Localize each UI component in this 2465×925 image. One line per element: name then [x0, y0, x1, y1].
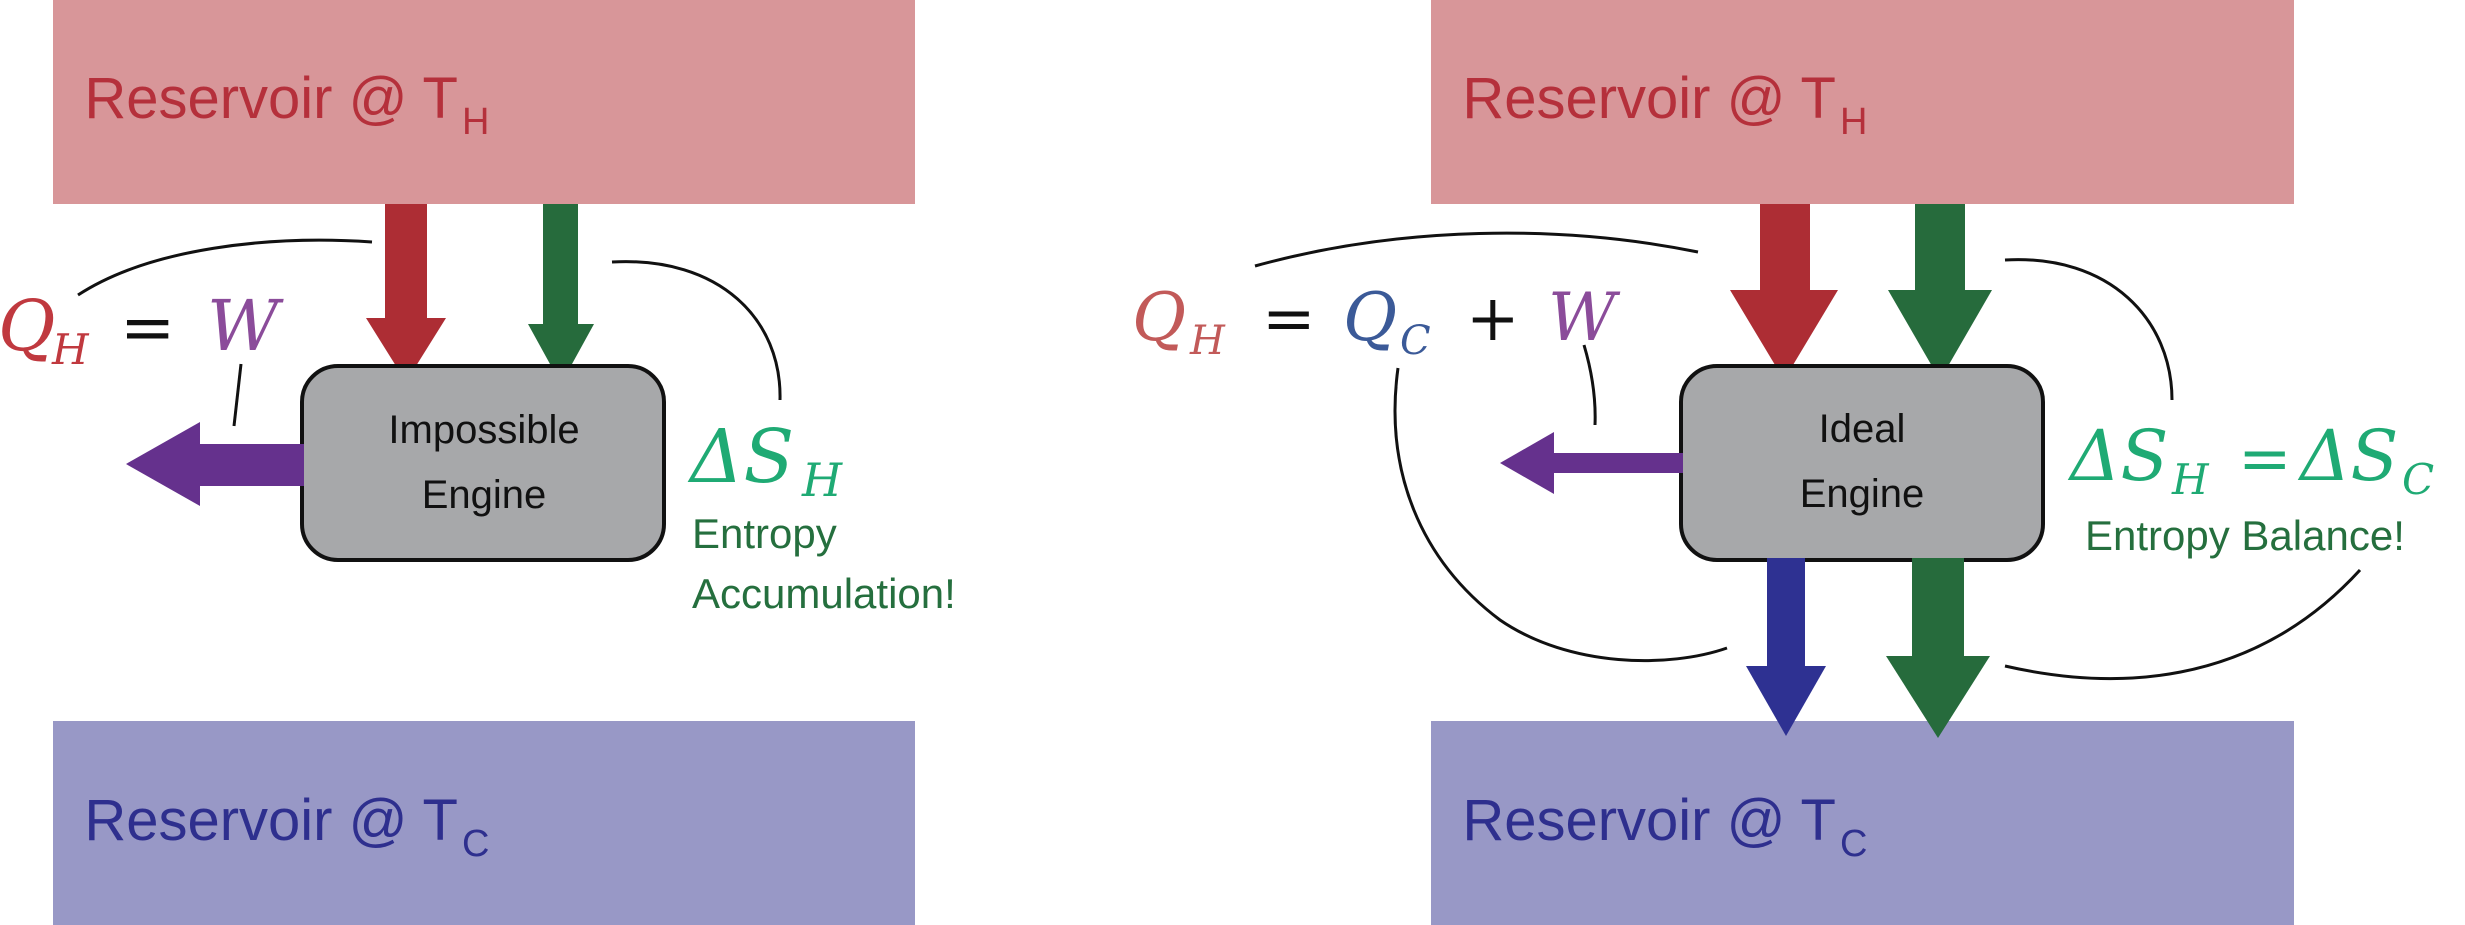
left-engine: [300, 364, 666, 562]
left-cold-reservoir-sub: C: [462, 823, 489, 865]
left-eq-w: W: [207, 285, 284, 367]
right-cold-heat-arrow: [1746, 558, 1826, 736]
left-eq-q: Q: [0, 285, 55, 367]
left-entropy-arrow: [528, 204, 594, 384]
right-cold-entropy-bracket: [2004, 568, 2362, 680]
left-entropy-label-1: Entropy: [692, 510, 837, 557]
right-engine-line2: Engine: [1800, 472, 1925, 516]
right-engine-line1: Ideal: [1819, 407, 1906, 451]
right-entropy-label: Entropy Balance!: [2085, 512, 2405, 559]
right-hot-entropy-arrow: [1888, 204, 1992, 380]
left-entropy-label-2: Accumulation!: [692, 570, 956, 617]
left-eq-q-sub: H: [51, 325, 90, 374]
left-cold-reservoir: [53, 721, 915, 925]
left-heat-bracket: [77, 238, 373, 297]
right-eq-w: W: [1548, 279, 1621, 356]
right-cold-entropy-arrow: [1886, 558, 1990, 738]
right-eq-plus: +: [1466, 282, 1520, 356]
right-hot-reservoir: [1431, 0, 2294, 204]
left-cold-reservoir-label: Reservoir @ T: [84, 788, 458, 853]
right-entropy-lhs: ΔS: [2067, 415, 2169, 497]
left-engine-line2: Engine: [422, 473, 547, 517]
right-eq-equals: =: [1262, 282, 1316, 356]
left-hot-reservoir-sub: H: [462, 101, 489, 143]
right-entropy-eq: =: [2238, 422, 2292, 496]
left-heat-arrow: [366, 204, 446, 382]
right-entropy-rhs: ΔS: [2297, 415, 2399, 497]
right-eq-qh: Q: [1132, 279, 1186, 356]
right-heat-arrow: [1730, 204, 1838, 380]
right-eq-qc: Q: [1343, 279, 1397, 356]
right-hot-reservoir-label: Reservoir @ T: [1462, 66, 1836, 131]
right-entropy-rhs-sub: C: [2402, 455, 2434, 504]
right-eq-qh-sub: H: [1189, 318, 1226, 364]
left-entropy-bracket: [611, 260, 782, 401]
right-cold-reservoir: [1431, 721, 2294, 925]
right-cold-bracket: [1393, 367, 1728, 663]
left-hot-reservoir: [53, 0, 915, 204]
right-hot-entropy-bracket: [2004, 258, 2174, 401]
left-entropy-symbol: ΔS: [687, 414, 794, 500]
right-work-bracket: [1582, 344, 1597, 426]
right-panel: Reservoir @ T H Reservoir @ T C Ideal En…: [1132, 0, 2434, 925]
left-work-arrow: [126, 422, 304, 506]
right-hot-reservoir-sub: H: [1840, 101, 1867, 143]
left-entropy-sub: H: [801, 453, 843, 507]
right-entropy-lhs-sub: H: [2171, 455, 2210, 504]
right-work-arrow: [1500, 432, 1683, 494]
left-work-bracket: [232, 363, 243, 427]
left-eq-equals: =: [120, 289, 175, 366]
left-hot-reservoir-label: Reservoir @ T: [84, 66, 458, 131]
right-eq-qc-sub: C: [1400, 318, 1431, 364]
left-panel: Reservoir @ T H Reservoir @ T C Impossib…: [0, 0, 956, 925]
right-cold-reservoir-label: Reservoir @ T: [1462, 788, 1836, 853]
right-heat-bracket: [1254, 231, 1699, 268]
left-engine-line1: Impossible: [388, 408, 579, 452]
right-cold-reservoir-sub: C: [1840, 823, 1867, 865]
right-engine: [1679, 364, 2045, 562]
